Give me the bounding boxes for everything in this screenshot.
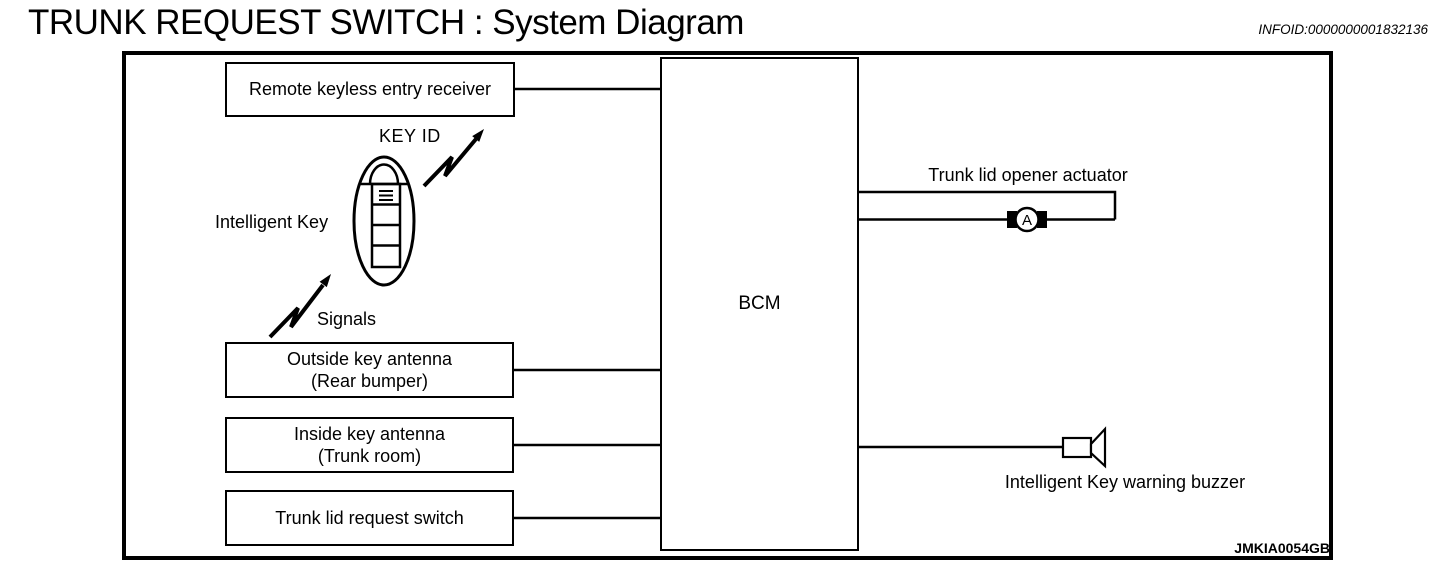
box-outside-key-antenna: Outside key antenna (Rear bumper) xyxy=(225,342,514,398)
box-label-line2: (Trunk room) xyxy=(317,446,422,466)
box-trunk-lid-request-switch: Trunk lid request switch xyxy=(225,490,514,546)
label-key-id: KEY ID xyxy=(379,126,441,146)
label-intelligent-key-warning-buzzer: Intelligent Key warning buzzer xyxy=(1004,472,1246,492)
box-label-line1: Outside key antenna xyxy=(286,348,453,369)
page-title: TRUNK REQUEST SWITCH : System Diagram xyxy=(28,3,744,42)
label-intelligent-key: Intelligent Key xyxy=(215,212,329,232)
figure-code: JMKIA0054GB xyxy=(1234,540,1330,556)
box-label: Trunk lid request switch xyxy=(275,507,464,528)
box-bcm: BCM xyxy=(660,57,859,551)
box-label: BCM xyxy=(738,293,781,315)
infoid-reference: INFOID:0000000001832136 xyxy=(1258,22,1428,37)
box-label-line2: (Rear bumper) xyxy=(310,371,429,391)
box-remote-keyless-entry-receiver: Remote keyless entry receiver xyxy=(225,62,515,117)
label-signals: Signals xyxy=(317,309,377,329)
box-label: Remote keyless entry receiver xyxy=(248,79,492,100)
label-trunk-lid-opener-actuator: Trunk lid opener actuator xyxy=(928,165,1128,185)
box-label-line1: Inside key antenna xyxy=(293,423,446,444)
box-inside-key-antenna: Inside key antenna (Trunk room) xyxy=(225,417,514,473)
